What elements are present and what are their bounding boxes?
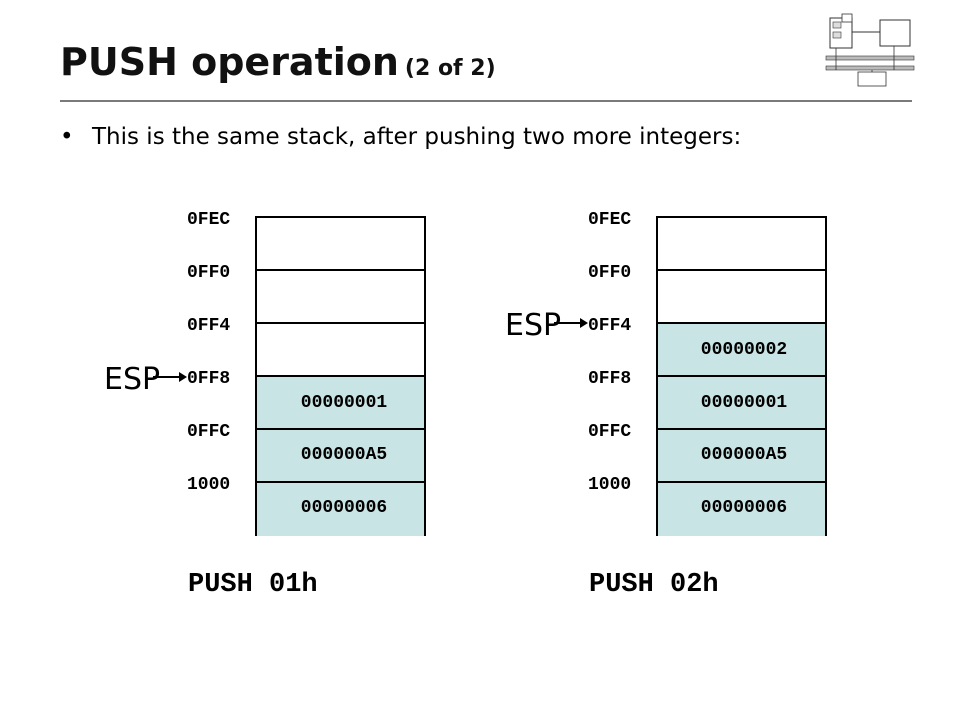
stack-value: 000000A5 — [700, 445, 788, 465]
stack-cell-filled — [658, 324, 825, 377]
stack-value: 00000001 — [700, 393, 788, 413]
stack-value: 00000002 — [700, 340, 788, 360]
address-label: 0FEC — [588, 210, 632, 230]
stack-cell-filled — [257, 430, 424, 483]
stack-cell-filled — [257, 483, 424, 536]
push-caption: PUSH 02h — [589, 570, 719, 600]
address-label: 0FFC — [187, 422, 231, 442]
address-label: 0FEC — [187, 210, 231, 230]
esp-label: ESP — [505, 308, 562, 343]
stack-value: 00000006 — [700, 498, 788, 518]
stack-cell — [658, 271, 825, 324]
address-label: 1000 — [187, 475, 231, 495]
bullet-line: • This is the same stack, after pushing t… — [60, 124, 741, 150]
stack-cell-filled — [658, 430, 825, 483]
computer-architecture-diagram-icon — [825, 13, 915, 87]
address-label: 0FF4 — [588, 316, 632, 336]
slide-title: PUSH operation(2 of 2) — [60, 40, 496, 84]
title-subtitle: (2 of 2) — [404, 56, 496, 81]
address-label: 0FF8 — [588, 369, 632, 389]
address-label: 0FF0 — [187, 263, 231, 283]
stack-cell — [257, 218, 424, 271]
stack-value: 000000A5 — [300, 445, 388, 465]
stack-value: 00000001 — [300, 393, 388, 413]
stack-cell — [257, 324, 424, 377]
stack-box — [656, 216, 827, 536]
stack-cell — [658, 218, 825, 271]
address-label: 1000 — [588, 475, 632, 495]
push-caption: PUSH 01h — [188, 570, 318, 600]
address-label: 0FFC — [588, 422, 632, 442]
stack-value: 00000006 — [300, 498, 388, 518]
stack-cell-filled — [257, 377, 424, 430]
esp-arrow-icon — [153, 372, 187, 382]
address-label: 0FF0 — [588, 263, 632, 283]
title-main: PUSH operation — [60, 40, 399, 84]
stack-box — [255, 216, 426, 536]
esp-arrow-icon — [554, 318, 588, 328]
stack-cell-filled — [658, 483, 825, 536]
esp-label: ESP — [104, 362, 161, 397]
address-label: 0FF4 — [187, 316, 231, 336]
stack-cell — [257, 271, 424, 324]
bullet-dot: • — [60, 124, 74, 150]
title-rule — [60, 100, 912, 102]
address-label: 0FF8 — [187, 369, 231, 389]
stack-cell-filled — [658, 377, 825, 430]
bullet-text: This is the same stack, after pushing tw… — [92, 124, 742, 150]
